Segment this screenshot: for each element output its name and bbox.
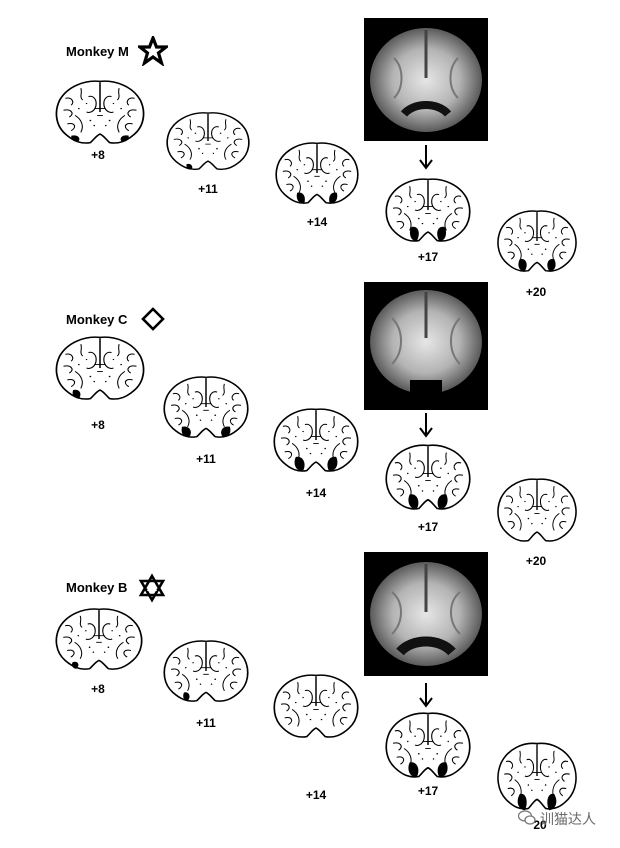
brain-slice <box>497 210 577 272</box>
monkey-label: Monkey B <box>66 580 128 595</box>
brain-slice <box>163 640 249 702</box>
slice-label: +8 <box>91 148 105 162</box>
diamond-icon <box>141 307 165 331</box>
brain-slice <box>385 444 471 510</box>
slice-label: +11 <box>196 452 216 466</box>
brain-slice <box>55 80 145 144</box>
star-icon <box>138 36 168 66</box>
wechat-logo-icon <box>518 810 536 825</box>
watermark: 训猫达人 <box>540 811 596 827</box>
brain-slice <box>497 742 577 811</box>
slice-label: +14 <box>306 215 328 229</box>
slice-label: +20 <box>525 554 547 568</box>
slice-label: +11 <box>196 716 216 730</box>
brain-slice <box>385 712 471 778</box>
slice-label: +20 <box>525 285 547 299</box>
lesion-mark <box>71 135 80 142</box>
slice-label: +8 <box>91 418 105 432</box>
brain-slice <box>273 674 359 738</box>
slice-label: +17 <box>417 250 439 264</box>
brain-slice <box>163 376 249 438</box>
hexagram-icon <box>138 573 166 603</box>
slice-label: 20 <box>533 818 547 832</box>
monkey-label: Monkey M <box>66 44 129 59</box>
brain-slice <box>166 112 250 171</box>
mri-image <box>364 18 488 141</box>
slice-label: +17 <box>417 520 439 534</box>
brain-slice <box>385 178 471 242</box>
monkey-label: Monkey C <box>66 312 128 327</box>
brain-slice <box>55 336 145 400</box>
panel-monkey-c: Monkey C +8 +11 +14 +17 <box>0 270 620 568</box>
brain-slice <box>273 408 359 472</box>
mri-image <box>364 552 488 676</box>
slice-label: +17 <box>417 784 439 798</box>
slice-label: +14 <box>305 486 327 500</box>
brain-slice <box>497 478 577 542</box>
panel-monkey-m: Monkey M +8 +11 +14 +17 <box>0 0 620 299</box>
brain-slice <box>55 608 143 670</box>
mri-image <box>364 282 488 410</box>
slice-label: +11 <box>198 182 218 196</box>
down-arrow-icon <box>419 413 433 438</box>
down-arrow-icon <box>419 683 433 708</box>
slice-label: +14 <box>305 788 327 802</box>
panel-monkey-b: Monkey B +8 +11 +14 +17 <box>0 540 620 848</box>
down-arrow-icon <box>419 145 433 170</box>
slice-label: +8 <box>91 682 105 696</box>
brain-slice <box>275 142 359 204</box>
